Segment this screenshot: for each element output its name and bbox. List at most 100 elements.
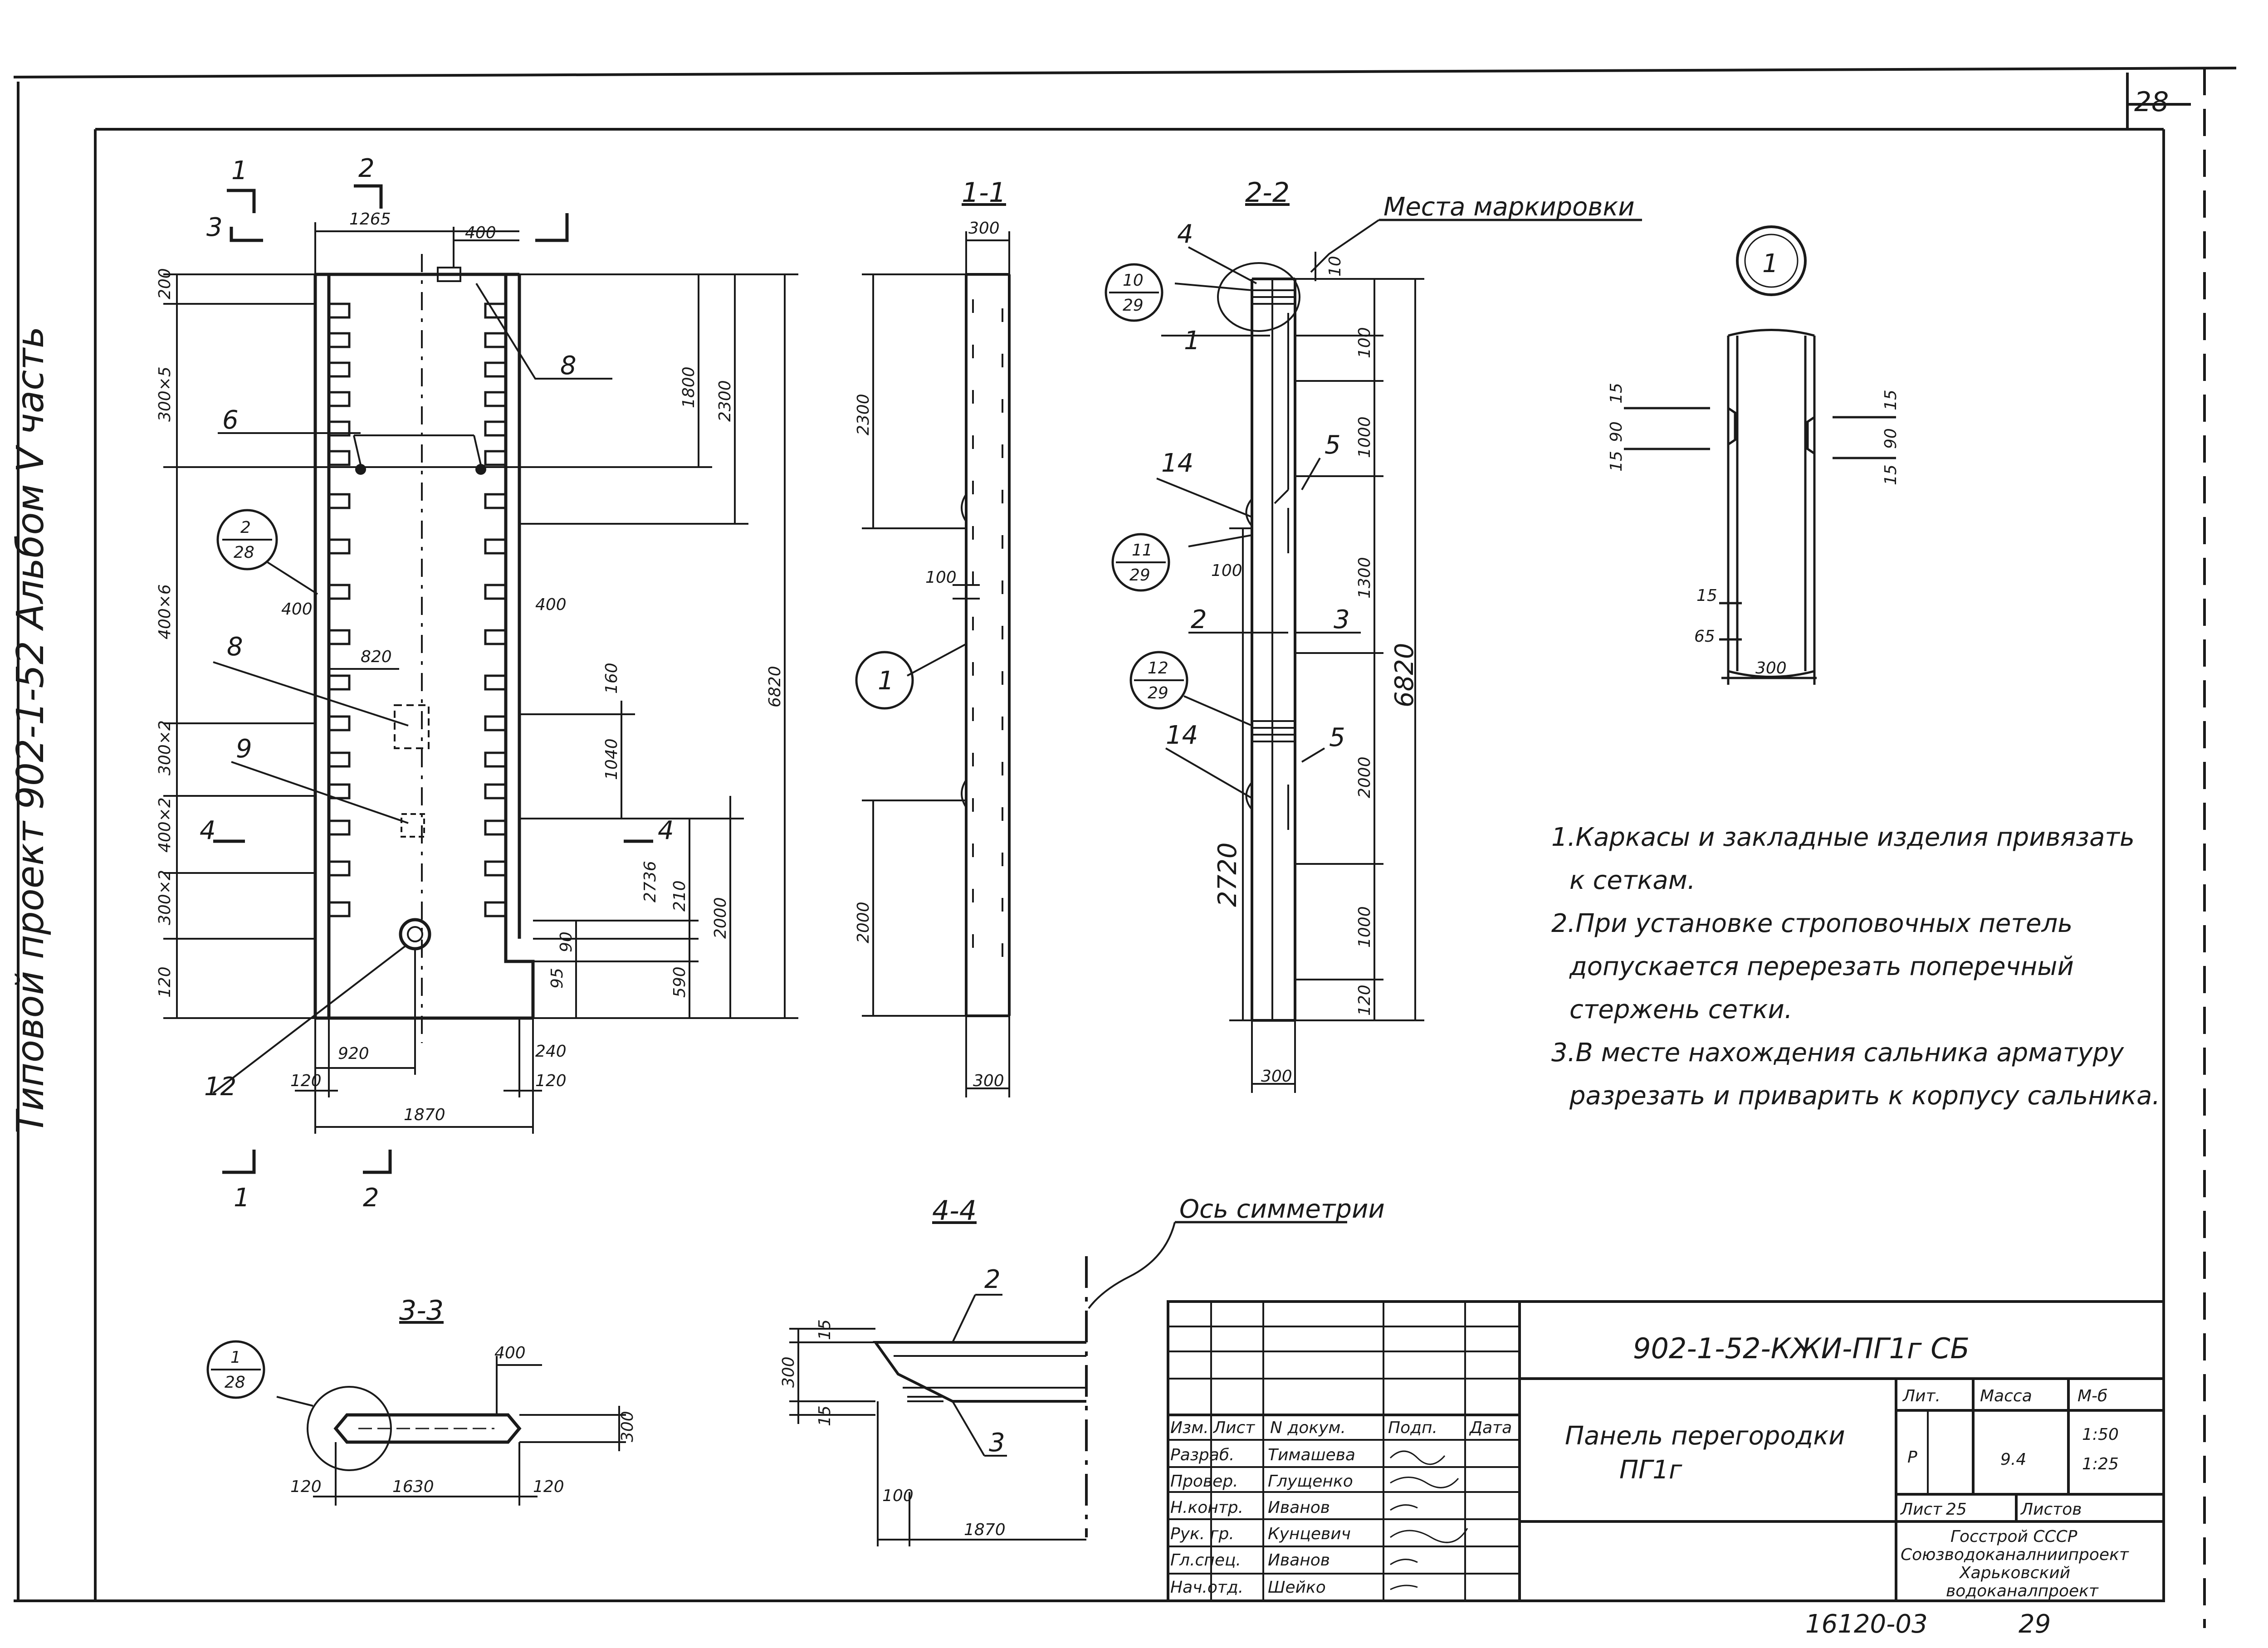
dim-160: 160 xyxy=(602,663,621,694)
section-marks xyxy=(213,184,653,1174)
dim-2300: 2300 xyxy=(716,380,734,422)
section-4-4: 4-4 Ось симметрии 15 300 15 xyxy=(779,1195,1385,1546)
callout-1-28-bottom: 28 xyxy=(225,1373,245,1392)
title-block: 902-1-52-КЖИ-ПГ1г СБ Панель перегородки … xyxy=(1167,1300,2165,1602)
callout-12-29: 12 29 xyxy=(1129,651,1188,710)
bottom-dimensions xyxy=(295,948,542,1134)
label-8-top: 8 xyxy=(560,351,577,380)
role-5: Гл.спец. xyxy=(1170,1551,1241,1570)
note-line-1: 1.Каркасы и закладные изделия привязать xyxy=(1551,823,2135,852)
header-data: Дата xyxy=(1469,1419,1512,1437)
name-4: Кунцевич xyxy=(1268,1525,1351,1543)
callout-11-29-top: 11 xyxy=(1132,541,1153,560)
section-1-1-dim-100: 100 xyxy=(925,568,957,587)
role-1: Разраб. xyxy=(1170,1446,1234,1464)
section-2-2-label-3: 3 xyxy=(1334,605,1350,634)
scale-value-2: 1:25 xyxy=(2082,1455,2119,1473)
name-6: Шейко xyxy=(1268,1578,1326,1597)
callout-2-28-top: 2 xyxy=(240,518,251,537)
callout-12-29-bottom: 29 xyxy=(1148,684,1168,702)
symmetry-axis-label: Ось симметрии xyxy=(1179,1195,1385,1224)
section-2-2-dim-100-top: 100 xyxy=(1355,327,1374,358)
note-line-2: к сеткам. xyxy=(1569,866,1696,895)
role-4: Рук. гр. xyxy=(1170,1525,1234,1543)
section-1-1-dim-2000: 2000 xyxy=(854,902,873,943)
left-dimension-texts: 200 300×5 400×6 300×2 400×2 300×2 120 xyxy=(156,268,174,998)
footer-code: 16120-03 xyxy=(1805,1609,1928,1639)
note-line-4: допускается перерезать поперечный xyxy=(1569,952,2074,981)
section-1-1-callout xyxy=(855,651,914,710)
callout-10-29-top: 10 xyxy=(1123,271,1144,290)
dim-210: 210 xyxy=(670,880,689,912)
role-2: Провер. xyxy=(1170,1472,1238,1491)
section-2-2-dim-10: 10 xyxy=(1326,256,1344,277)
section-4-4-dim-15-top: 15 xyxy=(816,1319,834,1340)
section-4-4-dim-100: 100 xyxy=(882,1487,914,1505)
dim-6820: 6820 xyxy=(766,666,784,707)
signatures xyxy=(1389,1450,1468,1590)
section-2-2-dim-2000: 2000 xyxy=(1355,756,1374,798)
section-2-2-dim-120: 120 xyxy=(1355,985,1374,1016)
note-line-6: 3.В месте нахождения сальника арматуру xyxy=(1551,1038,2124,1068)
elevation-leaders xyxy=(212,283,612,1094)
dim-1800: 1800 xyxy=(679,366,698,408)
role-6: Нач.отд. xyxy=(1170,1578,1243,1597)
callout-12-29-top: 12 xyxy=(1148,659,1168,678)
top-dimensions xyxy=(314,222,519,274)
panel-outline xyxy=(313,273,535,1020)
dim-300x2-a: 300×2 xyxy=(156,720,174,775)
section-4-4-title: 4-4 xyxy=(932,1195,977,1227)
mark-2-bottom: 2 xyxy=(363,1183,379,1213)
note-line-5: стержень сетки. xyxy=(1569,995,1793,1024)
section-3-3-dim-1630: 1630 xyxy=(392,1477,434,1496)
section-2-2-dim-1000-bottom: 1000 xyxy=(1355,906,1374,948)
scale-label: М-б xyxy=(2077,1387,2107,1405)
section-1-1-title: 1-1 xyxy=(962,177,1006,209)
callout-11-29-bottom: 29 xyxy=(1129,566,1150,585)
detail-1-dim-90-b: 90 xyxy=(1882,428,1900,449)
scale-value-1: 1:50 xyxy=(2082,1425,2119,1444)
section-4-4-dim-1870: 1870 xyxy=(964,1521,1006,1539)
dim-240: 240 xyxy=(535,1042,567,1061)
dim-400-top: 400 xyxy=(465,224,496,242)
dim-920: 920 xyxy=(338,1044,369,1063)
mass-label: Масса xyxy=(1980,1387,2032,1405)
lit-label: Лит. xyxy=(1902,1387,1941,1405)
dim-590: 590 xyxy=(670,966,689,998)
section-4-4-dim-300: 300 xyxy=(779,1356,798,1388)
section-2-2-dim-6820: 6820 xyxy=(1390,643,1419,707)
sheet-frame xyxy=(13,67,2237,1628)
section-1-1-callout-number: 1 xyxy=(878,666,894,696)
detail-1: 1 15 90 15 15 90 15 15 65 300 xyxy=(1607,225,1900,685)
doc-name-line-2: ПГ1г xyxy=(1619,1455,1682,1485)
notes: 1.Каркасы и закладные изделия привязать … xyxy=(1551,823,2160,1111)
label-8-mid: 8 xyxy=(227,632,243,662)
dim-2000: 2000 xyxy=(711,897,730,939)
dim-300x2-b: 300×2 xyxy=(156,870,174,925)
detail-1-dim-15-c: 15 xyxy=(1882,390,1900,410)
dim-400-right: 400 xyxy=(535,595,567,614)
section-2-2-label-1: 1 xyxy=(1184,326,1200,356)
role-3: Н.контр. xyxy=(1170,1498,1243,1517)
dim-400x6: 400×6 xyxy=(156,584,174,639)
dim-400x2: 400×2 xyxy=(156,797,174,853)
dim-1040: 1040 xyxy=(602,738,621,780)
mark-1-bottom: 1 xyxy=(234,1183,250,1213)
section-3-3-dim-300: 300 xyxy=(618,1411,637,1442)
section-1-1-dim-300-top: 300 xyxy=(968,219,1000,238)
side-label: Типовой проект 902-1-52 Альбом V часть xyxy=(9,327,52,1134)
detail-1-dim-15-a: 15 xyxy=(1607,383,1626,404)
name-3: Иванов xyxy=(1268,1498,1330,1517)
section-3-3-dim-120-right: 120 xyxy=(533,1477,564,1496)
section-2-2: 2-2 Места маркировки xyxy=(1105,177,1642,1093)
section-3-3-title: 3-3 xyxy=(399,1295,444,1326)
doc-code: 902-1-52-КЖИ-ПГ1г СБ xyxy=(1633,1332,1970,1365)
callout-1-28-top: 1 xyxy=(230,1348,241,1367)
dim-120-br: 120 xyxy=(535,1072,567,1090)
header-ndok: N докум. xyxy=(1270,1419,1346,1437)
dim-95: 95 xyxy=(548,968,567,989)
dim-200: 200 xyxy=(156,268,174,299)
mark-1-top: 1 xyxy=(231,156,248,185)
name-5: Иванов xyxy=(1268,1551,1330,1570)
dim-2736: 2736 xyxy=(641,861,660,902)
